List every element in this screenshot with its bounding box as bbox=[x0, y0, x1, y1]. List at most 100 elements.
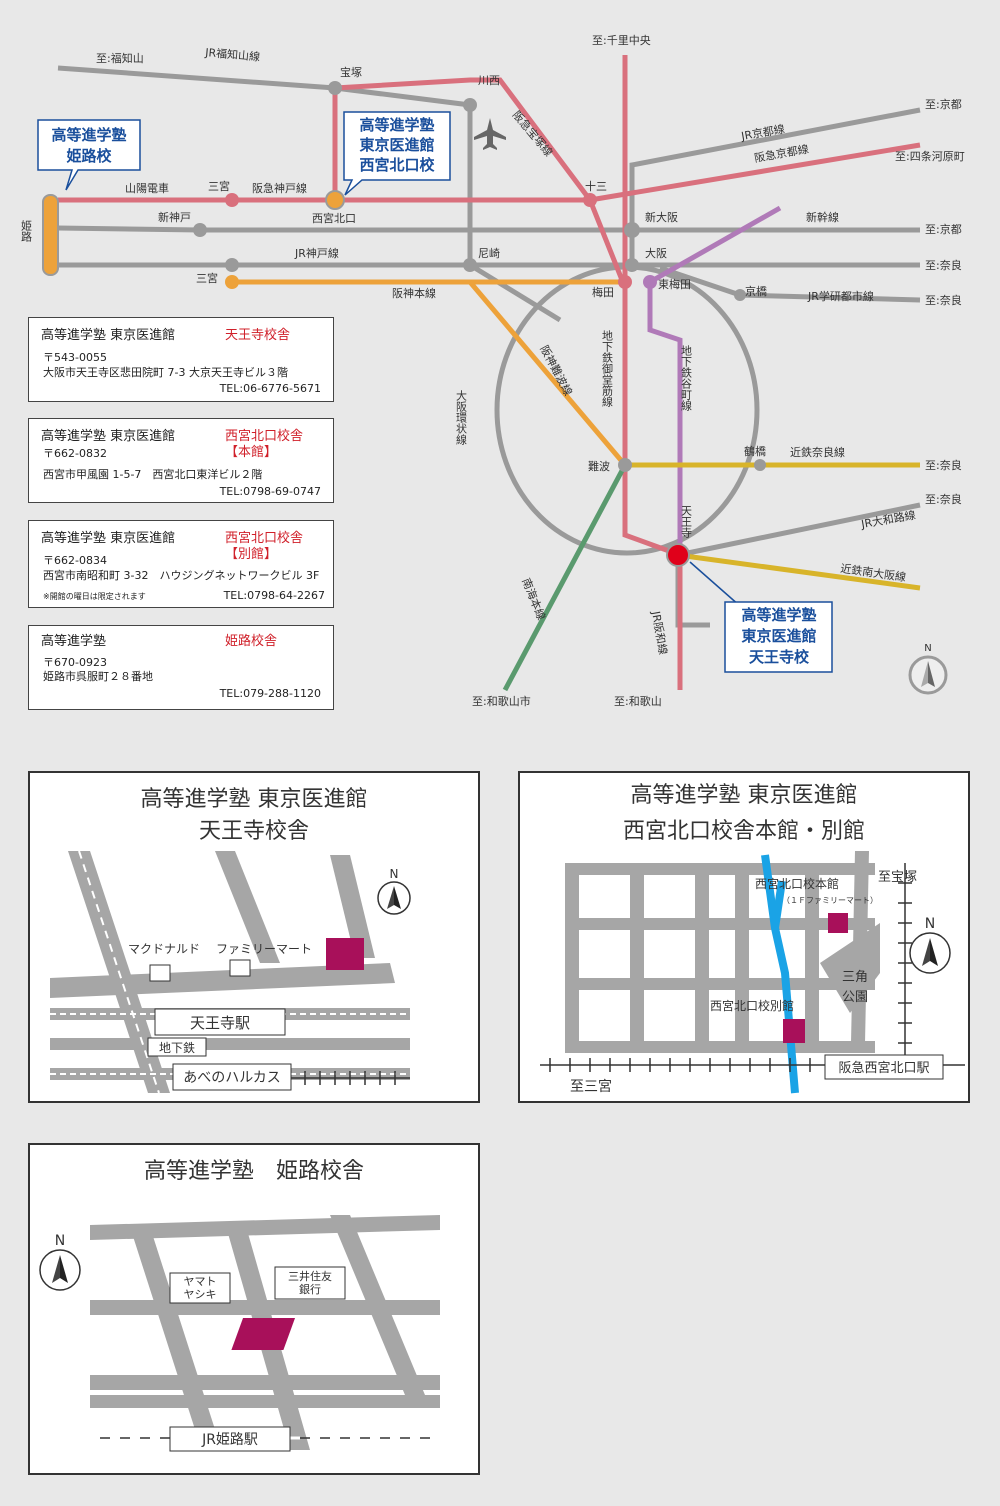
svg-text:阪神本線: 阪神本線 bbox=[392, 286, 436, 300]
himeji-school-building bbox=[231, 1318, 296, 1350]
nishinomiya-map-drawing: 西宮北口校本館 （１Ｆファミリーマート） 西宮北口校別館 至宝塚 三角 公園 阪… bbox=[540, 851, 965, 1095]
svg-text:阪急京都線: 阪急京都線 bbox=[753, 142, 810, 165]
destination-labels: 至:福知山 至:千里中央 至:京都 至:四条河原町 至:京都 至:奈良 至:奈良… bbox=[96, 34, 965, 708]
kintetsu-minami-line bbox=[677, 552, 921, 591]
campus-note: ※開館の曜日は限定されます bbox=[43, 592, 146, 601]
svg-text:至:福知山: 至:福知山 bbox=[96, 51, 144, 65]
svg-text:地下鉄御堂筋線: 地下鉄御堂筋線 bbox=[601, 330, 614, 407]
svg-text:梅田: 梅田 bbox=[592, 285, 614, 299]
svg-text:至:奈良: 至:奈良 bbox=[925, 492, 962, 506]
campus-zip: 〒543-0055 bbox=[43, 351, 107, 364]
campus-tel: TEL:0798-69-0747 bbox=[219, 485, 321, 498]
airplane-icon bbox=[474, 118, 506, 150]
campus-building: 【別館】 bbox=[225, 547, 278, 562]
himeji-station-label: JR姫路駅 bbox=[201, 1432, 258, 1448]
svg-text:鶴橋: 鶴橋 bbox=[744, 444, 766, 458]
compass-n: N bbox=[924, 643, 931, 654]
to-sannomiya-label: 至三宮 bbox=[570, 1079, 612, 1095]
campus-address: 西宮市南昭和町 3-32 ハウジングネットワークビル 3F bbox=[43, 569, 320, 582]
park-label-2: 公園 bbox=[842, 990, 868, 1005]
svg-text:JR阪和線: JR阪和線 bbox=[649, 609, 671, 656]
himeji-map: 高等進学塾 姫路校舎 ヤマト ヤシキ 三井住友 銀行 JR姫路駅 N bbox=[28, 1143, 480, 1475]
svg-text:N: N bbox=[925, 916, 935, 932]
campus-name: 西宮北口校舎 bbox=[225, 429, 304, 444]
nishinomiya-map-title: 高等進学塾 東京医進館 bbox=[630, 783, 858, 808]
svg-text:大阪環状線: 大阪環状線 bbox=[455, 389, 468, 445]
yamato-label-2: ヤシキ bbox=[184, 1288, 217, 1301]
hanshin-namba-line bbox=[468, 280, 627, 467]
svg-text:東京医進館: 東京医進館 bbox=[359, 136, 434, 154]
main-building-sublabel: （１Ｆファミリーマート） bbox=[782, 896, 878, 905]
route-map: N 高等進学塾 姫路校 高等進学塾 東京医進館 西宮北口校 高等進学塾 東京医進… bbox=[20, 34, 965, 708]
compass-icon: N bbox=[377, 867, 411, 915]
harukas-label: あべのハルカス bbox=[183, 1070, 281, 1086]
campus-info-himeji: 高等進学塾 姫路校舎 〒670-0923 姫路市呉服町２８番地 TEL:079-… bbox=[28, 625, 334, 710]
svg-text:新大阪: 新大阪 bbox=[645, 210, 678, 224]
campus-tel: TEL:079-288-1120 bbox=[219, 687, 321, 700]
svg-text:至:京都: 至:京都 bbox=[925, 97, 962, 111]
svg-text:JR学研都市線: JR学研都市線 bbox=[807, 289, 874, 303]
himeji-callout: 高等進学塾 姫路校 bbox=[37, 119, 141, 191]
svg-text:N: N bbox=[55, 1233, 65, 1249]
hankyu-takarazuka-line bbox=[334, 77, 625, 281]
svg-text:至:京都: 至:京都 bbox=[925, 222, 962, 236]
campus-address: 姫路市呉服町２８番地 bbox=[43, 670, 153, 683]
svg-text:天王寺校: 天王寺校 bbox=[749, 648, 810, 666]
svg-text:東京医進館: 東京医進館 bbox=[741, 627, 816, 645]
svg-text:至:和歌山: 至:和歌山 bbox=[614, 694, 662, 708]
jr-link bbox=[468, 262, 562, 323]
nishinomiya-annex-building bbox=[783, 1019, 805, 1043]
mcdonalds-label: マクドナルド bbox=[128, 942, 200, 956]
svg-text:N: N bbox=[390, 867, 399, 881]
svg-text:阪急宝塚線: 阪急宝塚線 bbox=[510, 108, 556, 159]
jr-yamatoji-line bbox=[677, 502, 921, 558]
station-dots bbox=[193, 81, 766, 472]
campus-zip: 〒662-0834 bbox=[43, 554, 107, 567]
tennoji-callout: 高等進学塾 東京医進館 天王寺校 bbox=[689, 561, 833, 673]
nishinomiya-callout: 高等進学塾 東京医進館 西宮北口校 bbox=[343, 111, 451, 196]
svg-text:至:奈良: 至:奈良 bbox=[925, 258, 962, 272]
campus-name: 西宮北口校舎 bbox=[225, 531, 304, 546]
campus-tel: TEL:0798-64-2267 bbox=[223, 589, 325, 602]
campus-school: 高等進学塾 東京医進館 bbox=[41, 429, 176, 444]
compass-icon: N bbox=[39, 1233, 81, 1291]
nishinomiya-station-label: 阪急西宮北口駅 bbox=[838, 1060, 929, 1076]
svg-text:宝塚: 宝塚 bbox=[340, 65, 362, 79]
svg-text:地下鉄谷町線: 地下鉄谷町線 bbox=[680, 345, 693, 411]
svg-text:新幹線: 新幹線 bbox=[806, 210, 839, 224]
svg-text:至:奈良: 至:奈良 bbox=[925, 458, 962, 472]
campus-info-nishinomiya-main: 高等進学塾 東京医進館 西宮北口校舎 【本館】 〒662-0832 西宮市甲風園… bbox=[28, 418, 334, 503]
mitsui-label-2: 銀行 bbox=[299, 1282, 321, 1296]
tennoji-map-title: 高等進学塾 東京医進館 bbox=[140, 787, 368, 812]
svg-text:南海本線: 南海本線 bbox=[519, 576, 548, 622]
shinkansen-line bbox=[57, 225, 920, 233]
svg-text:京橋: 京橋 bbox=[745, 284, 767, 298]
svg-text:至:千里中央: 至:千里中央 bbox=[592, 34, 651, 47]
svg-text:JR神戸線: JR神戸線 bbox=[294, 246, 339, 260]
svg-text:大阪: 大阪 bbox=[645, 246, 667, 260]
tennoji-map: 高等進学塾 東京医進館 天王寺校舎 マクドナルド ファミリーマート 天王寺駅 bbox=[28, 771, 480, 1103]
campus-address: 大阪市天王寺区悲田院町 7-3 大京天王寺ビル３階 bbox=[43, 366, 288, 379]
tennoji-school-marker bbox=[666, 543, 690, 567]
svg-text:新神戸: 新神戸 bbox=[158, 210, 191, 224]
compass-icon: N bbox=[909, 916, 951, 974]
campus-info-tennoji: 高等進学塾 東京医進館 天王寺校舎 〒543-0055 大阪市天王寺区悲田院町 … bbox=[28, 317, 334, 402]
svg-text:天王寺: 天王寺 bbox=[680, 505, 693, 538]
mcdonalds-building bbox=[149, 964, 171, 982]
campus-building: 【本館】 bbox=[225, 445, 278, 460]
to-takarazuka-label: 至宝塚 bbox=[878, 870, 917, 885]
svg-text:JR福知山線: JR福知山線 bbox=[204, 45, 261, 64]
campus-school: 高等進学塾 東京医進館 bbox=[41, 531, 176, 546]
svg-text:東梅田: 東梅田 bbox=[658, 277, 691, 291]
svg-text:姫路: 姫路 bbox=[20, 219, 33, 243]
svg-text:高等進学塾: 高等進学塾 bbox=[741, 606, 816, 624]
compass-icon: N bbox=[908, 643, 948, 695]
campus-tel: TEL:06-6776-5671 bbox=[219, 382, 321, 395]
svg-text:至:四条河原町: 至:四条河原町 bbox=[895, 149, 965, 163]
svg-text:至:奈良: 至:奈良 bbox=[925, 293, 962, 307]
nishinomiya-school-marker bbox=[325, 190, 345, 210]
jr-fukuchiyama-line bbox=[57, 65, 473, 268]
svg-text:高等進学塾: 高等進学塾 bbox=[51, 126, 126, 144]
yamato-label: ヤマト bbox=[184, 1275, 217, 1288]
campus-name: 姫路校舎 bbox=[225, 634, 278, 649]
